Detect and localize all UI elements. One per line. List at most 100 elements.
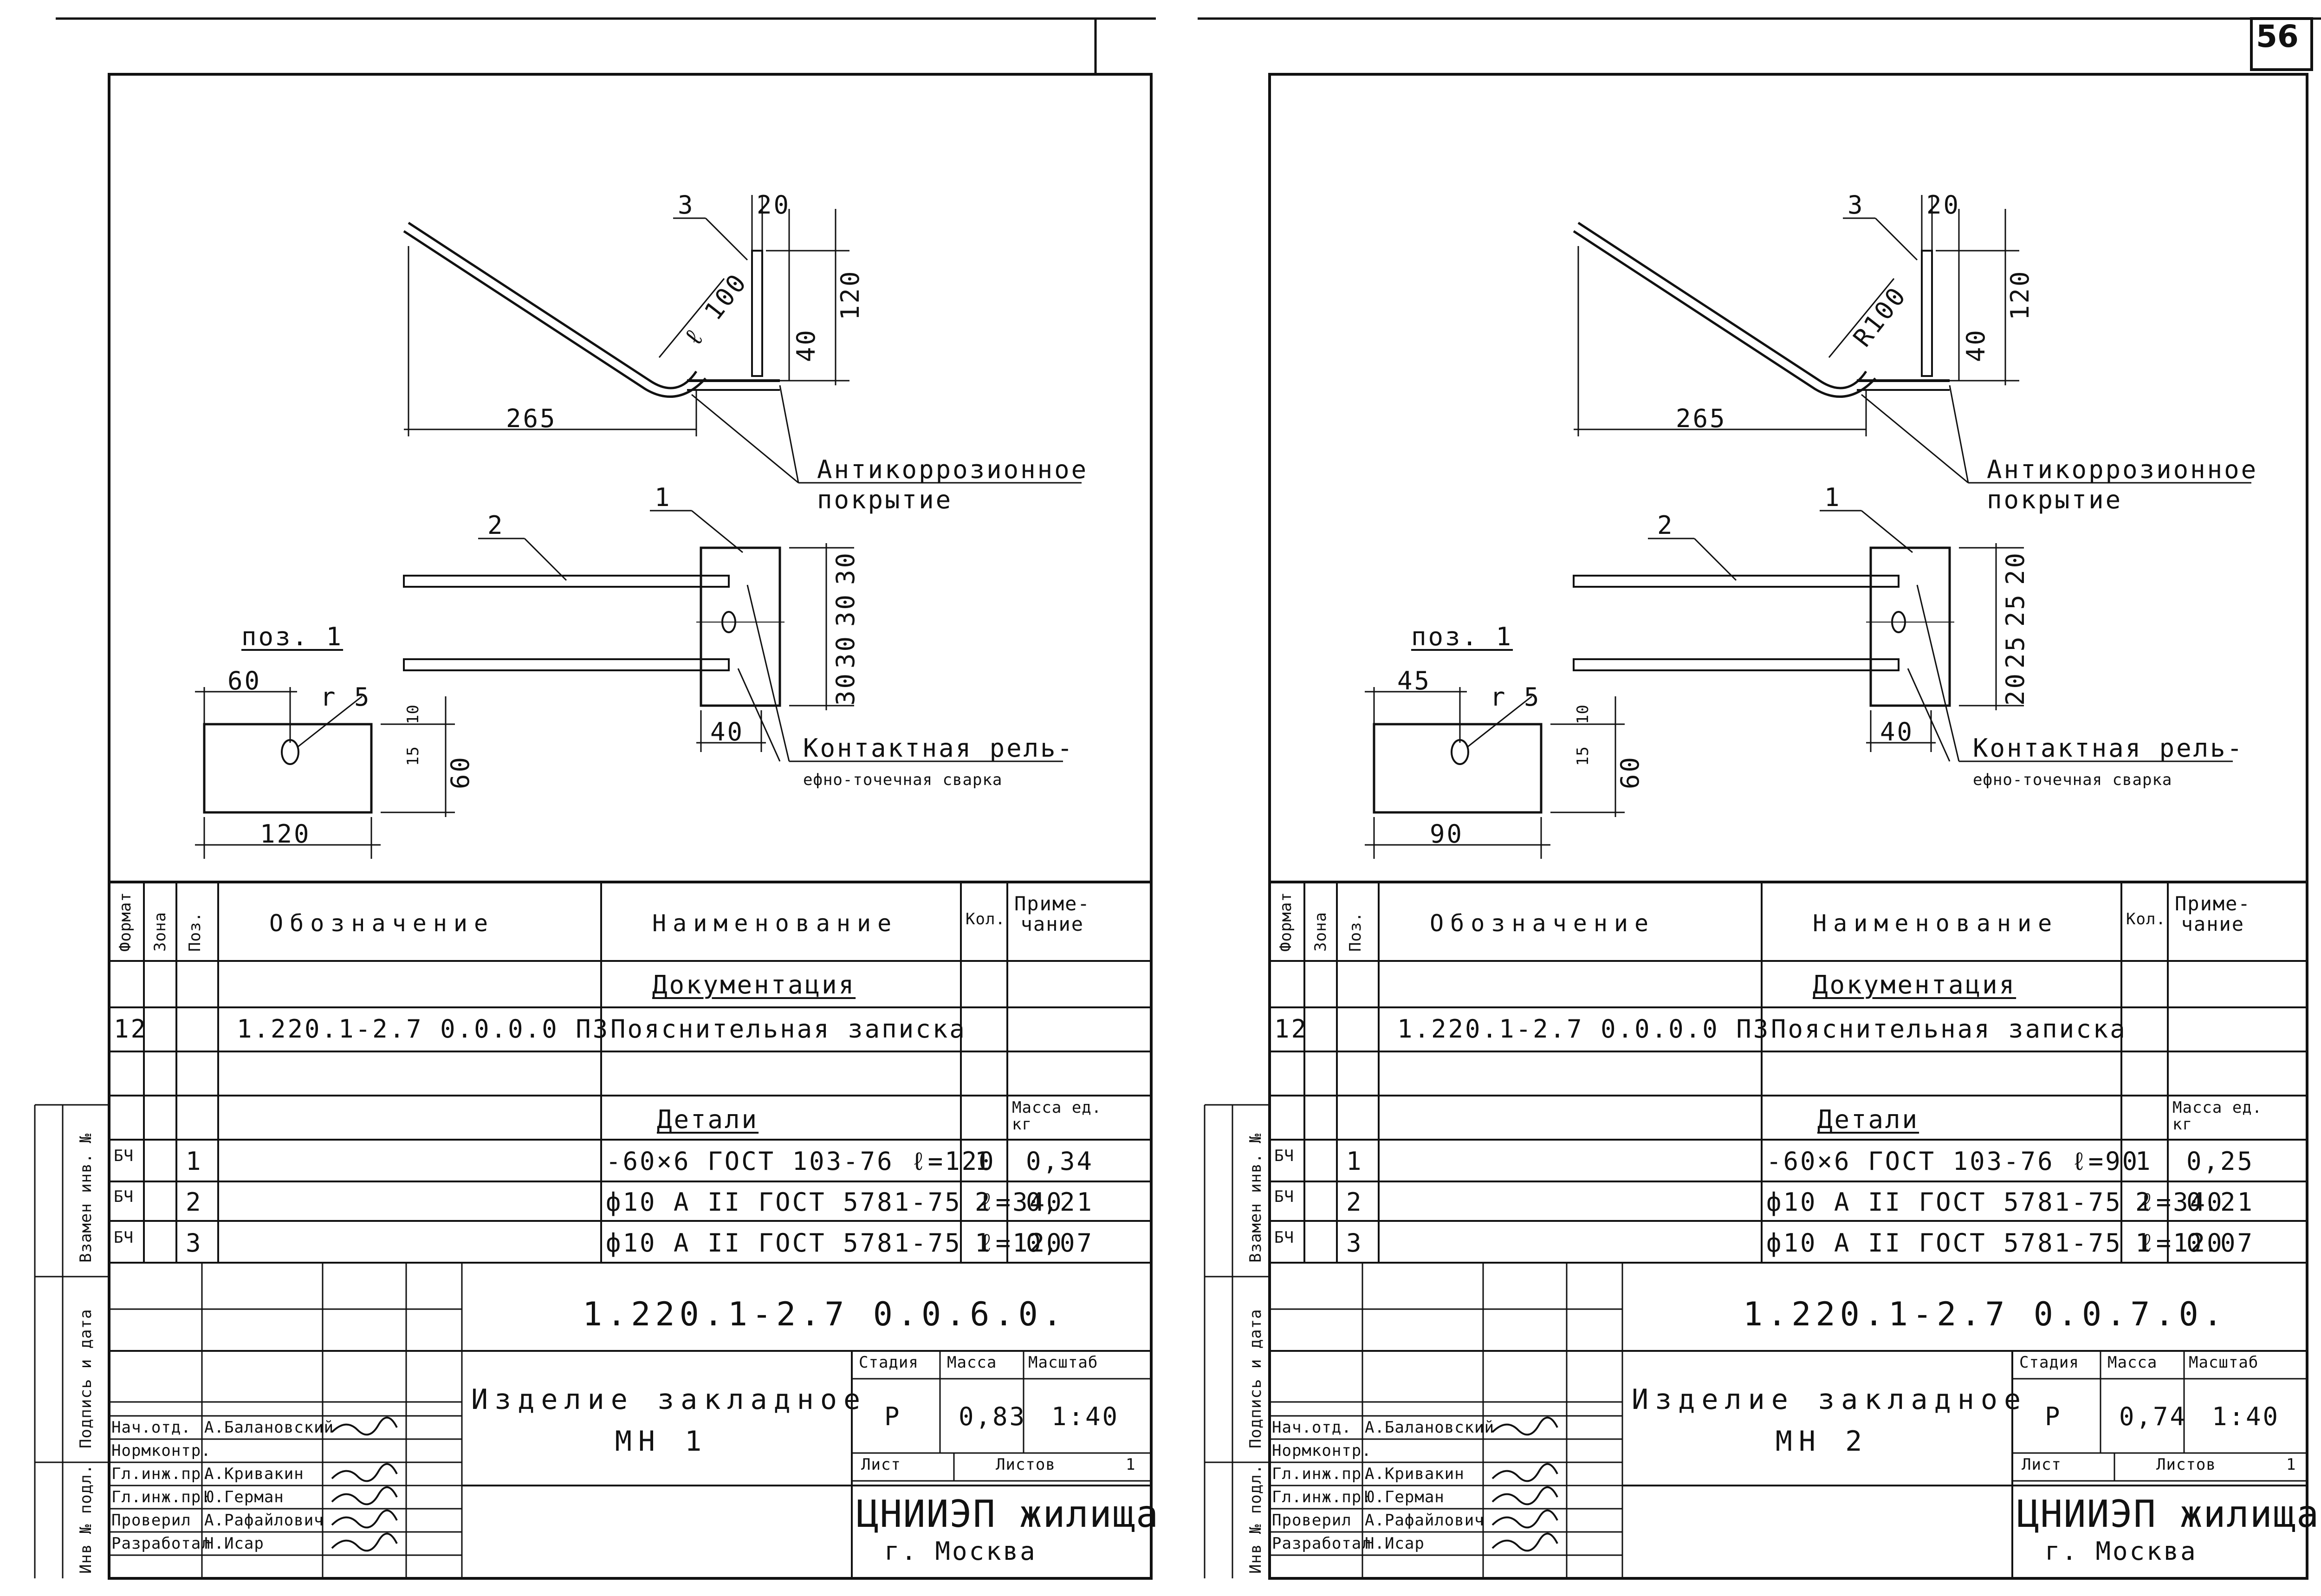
header-zone: Зона — [151, 912, 169, 952]
header-zone: Зона — [1311, 912, 1330, 952]
part-format: БЧ — [1274, 1147, 1294, 1165]
position-label: поз. 1 — [241, 622, 344, 651]
part-qty: 2 — [975, 1187, 992, 1217]
role-label: Гл.инж.пр. — [1272, 1465, 1372, 1483]
dim-plate-detail-width: 120 — [260, 819, 311, 849]
signature-mark — [1491, 1509, 1558, 1529]
header-qty: Кол. — [2126, 910, 2166, 928]
bar-bottom — [1573, 658, 1900, 671]
role-label: Гл.инж.пр. — [1272, 1488, 1372, 1506]
dim-r5: r 5 — [320, 682, 371, 712]
mass-note: Масса ед. кг — [1012, 1098, 1102, 1134]
role-label: Разработал — [1272, 1534, 1372, 1553]
part-name: -60×6 ГОСТ 103-76 ℓ=90 — [1766, 1147, 2139, 1176]
plate-plan — [700, 546, 781, 707]
inclined-bar-outline — [408, 221, 698, 389]
vertical-anchor — [751, 250, 763, 377]
header-note: Приме- чание — [1014, 892, 1090, 935]
dim-plate-b: 30 — [831, 592, 860, 627]
leader-radius — [658, 278, 725, 358]
dim-r5: r 5 — [1490, 682, 1541, 712]
org-city: г. Москва — [884, 1537, 1037, 1566]
sheets-label: Листов — [996, 1455, 1056, 1474]
part-format: БЧ — [114, 1187, 134, 1206]
docs-heading: Документация — [652, 970, 856, 999]
scale-header: Масштаб — [1028, 1353, 1098, 1372]
doc-row-format: 12 — [1274, 1014, 1309, 1044]
dim-120: 120 — [836, 269, 865, 320]
part-mass: 0.21 — [2186, 1187, 2255, 1217]
sheet-label: Лист — [861, 1455, 901, 1474]
dim-plate-d: 20 — [2001, 671, 2030, 706]
header-designation: Обозначение — [1430, 910, 1655, 937]
part-qty: 1 — [2135, 1228, 2152, 1258]
details-heading: Детали — [657, 1105, 759, 1134]
dim-20: 20 — [757, 190, 791, 220]
doc-row-designation: 1.220.1-2.7 0.0.0.0 ПЗ — [237, 1014, 610, 1044]
signature-mark — [1491, 1416, 1558, 1436]
dim-15: 15 — [404, 746, 422, 766]
person-name: А.Балановский — [1365, 1418, 1495, 1437]
bar-bottom — [403, 658, 730, 671]
anticorrosion-label: покрытие — [817, 485, 953, 514]
signature-mark — [331, 1509, 398, 1529]
part-pos: 3 — [186, 1228, 203, 1258]
sheet-frame — [108, 73, 1153, 1580]
inclined-bar-outline — [1577, 221, 1867, 389]
anticorrosion-label: Антикоррозионное — [1987, 455, 2258, 484]
role-label: Разработал — [111, 1534, 211, 1553]
role-label: Проверил — [1272, 1511, 1352, 1530]
bar-top — [1573, 575, 1900, 588]
part-qty: 2 — [2135, 1187, 2152, 1217]
leader-pos3 — [705, 217, 748, 261]
stage-value: Р — [884, 1402, 901, 1431]
position-label: поз. 1 — [1411, 622, 1513, 651]
leader-r5 — [297, 695, 363, 748]
part-name: ф10 А II ГОСТ 5781-75 ℓ=340 — [1766, 1187, 2224, 1217]
plate-detail — [203, 723, 373, 814]
person-name: А.Кривакин — [204, 1465, 304, 1483]
dim-plate-c: 30 — [831, 634, 860, 668]
stage-header: Стадия — [2019, 1353, 2079, 1372]
doc-number: 1.220.1-2.7 0.0.6.0. — [583, 1295, 1067, 1333]
dim-plate-d: 30 — [831, 671, 860, 706]
part-pos: 1 — [186, 1147, 203, 1176]
pos-1-label: 1 — [655, 483, 672, 512]
dim-20: 20 — [1926, 190, 1961, 220]
leader-weld — [1907, 668, 1951, 762]
signature-mark — [331, 1416, 398, 1436]
leader-anticorrosion — [691, 394, 799, 484]
header-name: Наименование — [652, 910, 898, 937]
dim-plate-width: 40 — [1880, 717, 1914, 746]
dim-60-side: 60 — [446, 755, 475, 789]
part-pos: 3 — [1346, 1228, 1363, 1258]
dim-plate-b: 25 — [2001, 592, 2030, 627]
part-format: БЧ — [114, 1147, 134, 1165]
org-city: г. Москва — [2045, 1537, 2198, 1566]
dim-10: 10 — [404, 704, 422, 724]
anticorrosion-label: Антикоррозионное — [817, 455, 1089, 484]
dim-265: 265 — [506, 404, 557, 433]
signature-mark — [331, 1532, 398, 1552]
margin-replacement: Взамен инв. № — [1246, 1133, 1265, 1263]
mass-header: Масса — [947, 1353, 997, 1372]
dim-plate-a: 20 — [2001, 551, 2030, 585]
dim-60-side: 60 — [1615, 755, 1645, 789]
leader-anticorrosion — [1861, 394, 1969, 484]
dim-plate-c: 25 — [2001, 634, 2030, 668]
part-name: ф10 А II ГОСТ 5781-75 ℓ=120 — [606, 1228, 1063, 1258]
role-label: Гл.инж.пр. — [111, 1488, 211, 1506]
product-title: Изделие закладное — [471, 1383, 867, 1416]
part-mass: 0,34 — [1026, 1147, 1094, 1176]
role-label: Нормконтр. — [111, 1441, 211, 1460]
doc-row-designation: 1.220.1-2.7 0.0.0.0 ПЗ — [1397, 1014, 1770, 1044]
signature-mark — [331, 1486, 398, 1505]
header-pos: Поз. — [186, 912, 204, 952]
weld-label: ефно-точечная сварка — [1973, 771, 2172, 789]
signature-mark — [1491, 1463, 1558, 1482]
docs-heading: Документация — [1813, 970, 2016, 999]
dim-plate-detail-60: 60 — [227, 666, 262, 695]
sheet-number: 56 — [2256, 19, 2299, 54]
part-format: БЧ — [1274, 1228, 1294, 1247]
